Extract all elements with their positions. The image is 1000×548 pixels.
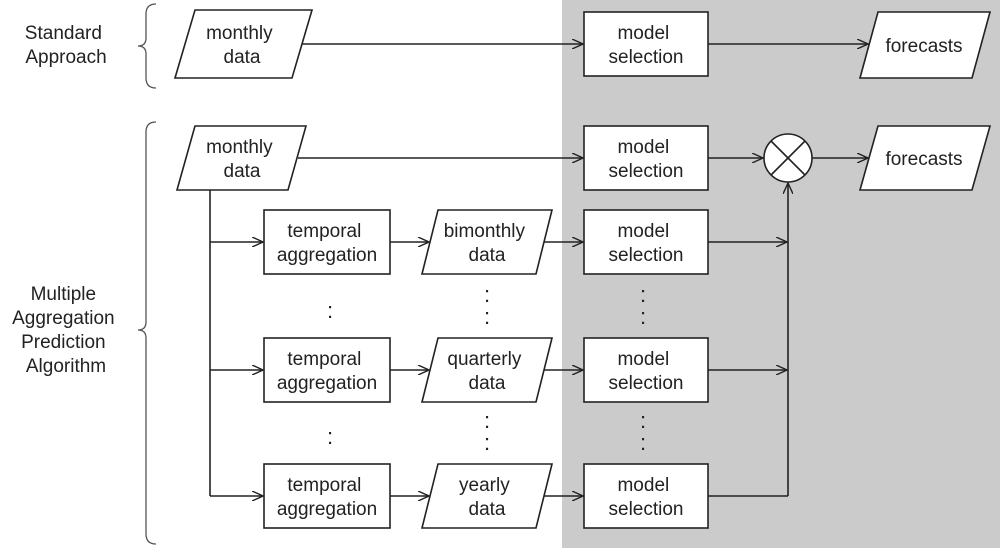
ellipsis-data-lower-b: :	[484, 430, 490, 455]
mapa-label-line1: Multiple	[31, 284, 96, 305]
mapa-brace	[137, 121, 157, 545]
mapa-monthly-data-node	[175, 125, 308, 191]
level3-data-line1: yearly	[459, 475, 510, 496]
standard-model-selection-text: model selection	[609, 23, 684, 68]
level3-temporal-aggregation-node	[263, 463, 391, 529]
level1-temporal-aggregation-node	[263, 209, 391, 275]
ellipsis-model-upper-a: :	[640, 282, 646, 307]
level2-data-line1: quarterly	[447, 349, 521, 370]
level3-model-selection-node	[583, 463, 709, 529]
mapa-label-line2: Aggregation	[12, 308, 114, 329]
ellipsis-model-lower-a: :	[640, 408, 646, 433]
mapa-forecasts-node	[858, 125, 992, 191]
mapa-label-line4: Algorithm	[26, 356, 106, 377]
level3-yearly-data-node	[420, 463, 554, 529]
mapa-monthly-model-line1: model	[617, 137, 669, 158]
level2-model-selection-node	[583, 337, 709, 403]
standard-forecasts-text: forecasts	[885, 36, 962, 57]
level2-temporal-aggregation-node	[263, 337, 391, 403]
standard-monthly-line2: data	[224, 47, 261, 68]
ellipsis-data-lower-a: :	[484, 408, 490, 433]
level3-aggregation-text: temporal aggregation	[277, 475, 377, 520]
mapa-label: Multiple Aggregation Prediction Algorith…	[12, 284, 120, 377]
standard-model-line2: selection	[609, 47, 684, 68]
standard-monthly-data-node	[173, 9, 314, 79]
level2-model-line2: selection	[609, 373, 684, 394]
level3-model-line2: selection	[609, 499, 684, 520]
level2-data-text: quarterly data	[447, 349, 526, 394]
ellipsis-data-upper-b: :	[484, 304, 490, 329]
mapa-forecasts-text: forecasts	[885, 149, 962, 170]
level1-model-line2: selection	[609, 245, 684, 266]
ellipsis-model-lower-b: :	[640, 430, 646, 455]
ellipsis-model-upper-b: :	[640, 304, 646, 329]
mapa-monthly-data-text: monthly data	[206, 137, 278, 182]
level1-aggregation-line1: temporal	[287, 221, 361, 242]
level1-data-line1: bimonthly	[444, 221, 526, 242]
level3-model-line1: model	[617, 475, 669, 496]
level1-aggregation-text: temporal aggregation	[277, 221, 377, 266]
level3-data-line2: data	[469, 499, 506, 520]
level1-data-text: bimonthly data	[444, 221, 531, 266]
mapa-forecasts-line1: forecasts	[885, 149, 962, 170]
standard-approach-brace	[137, 3, 157, 89]
level2-quarterly-data-node	[420, 337, 554, 403]
standard-monthly-data-text: monthly data	[206, 23, 278, 68]
standard-model-line1: model	[617, 23, 669, 44]
ellipsis-aggregation-upper: :	[327, 298, 333, 323]
ellipsis-data-upper-a: :	[484, 282, 490, 307]
level2-aggregation-text: temporal aggregation	[277, 349, 377, 394]
mapa-monthly-model-line2: selection	[609, 161, 684, 182]
mapa-monthly-line2: data	[224, 161, 261, 182]
standard-approach-label: Standard Approach	[25, 23, 107, 68]
level1-model-selection-node	[583, 209, 709, 275]
standard-monthly-line1: monthly	[206, 23, 273, 44]
mapa-monthly-model-text: model selection	[609, 137, 684, 182]
mapa-monthly-line1: monthly	[206, 137, 273, 158]
level2-aggregation-line1: temporal	[287, 349, 361, 370]
standard-label-line1: Standard	[25, 23, 102, 44]
mapa-monthly-model-selection-node	[583, 125, 709, 191]
level3-data-text: yearly data	[459, 475, 515, 520]
standard-label-line2: Approach	[25, 47, 106, 68]
level1-model-text: model selection	[609, 221, 684, 266]
level1-data-line2: data	[469, 245, 506, 266]
level1-aggregation-line2: aggregation	[277, 245, 377, 266]
level2-model-text: model selection	[609, 349, 684, 394]
circled-x-icon	[763, 133, 813, 183]
level3-model-text: model selection	[609, 475, 684, 520]
level3-aggregation-line1: temporal	[287, 475, 361, 496]
standard-forecasts-node	[858, 11, 992, 79]
level3-aggregation-line2: aggregation	[277, 499, 377, 520]
level2-data-line2: data	[469, 373, 506, 394]
level1-model-line1: model	[617, 221, 669, 242]
level1-bimonthly-data-node	[420, 209, 554, 275]
level2-aggregation-line2: aggregation	[277, 373, 377, 394]
ellipsis-aggregation-lower: :	[327, 424, 333, 449]
level2-model-line1: model	[617, 349, 669, 370]
standard-forecasts-line1: forecasts	[885, 36, 962, 57]
mapa-label-line3: Prediction	[21, 332, 106, 353]
